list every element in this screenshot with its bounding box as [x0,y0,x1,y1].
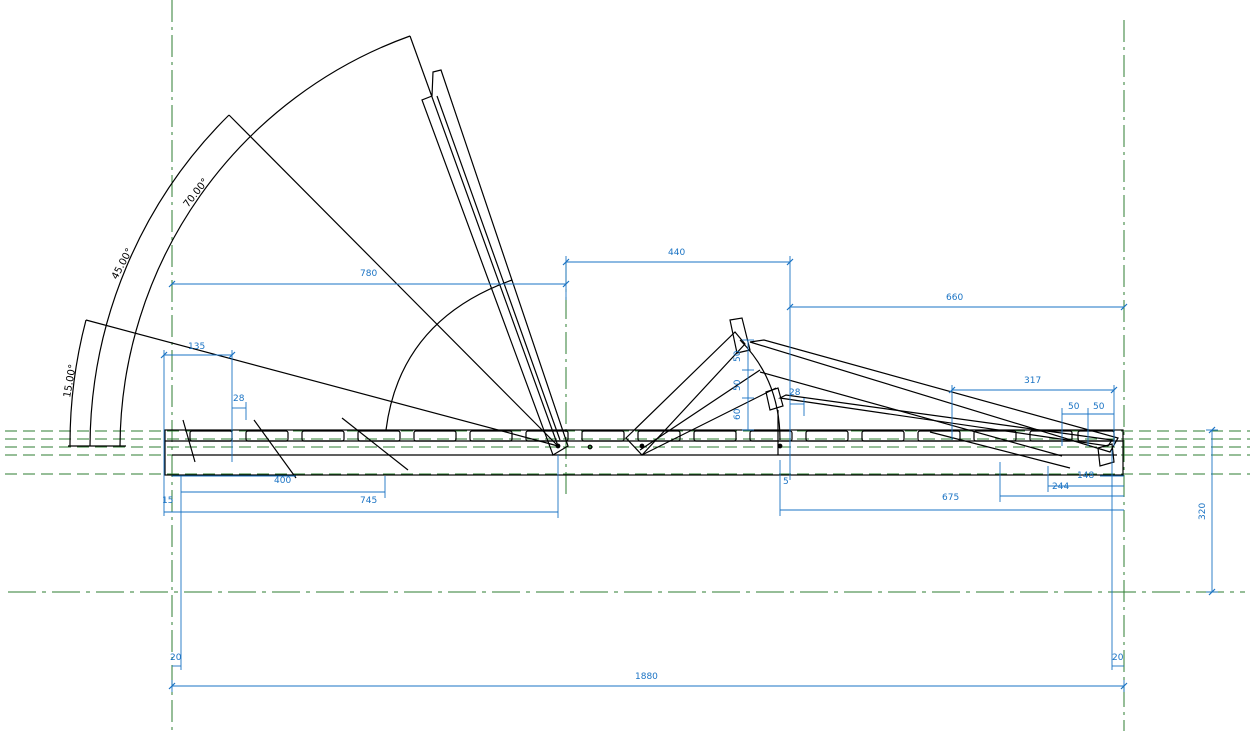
arc-70deg [119,35,411,447]
angle-labels: 15.00° 45.00° 70.00° [62,177,211,399]
knee-link-1 [625,331,746,456]
link-left-1 [182,419,196,463]
pivot-mid [639,443,645,449]
dim-28-left: 28 [233,394,245,404]
leg-rest-panel-1 [749,339,1119,453]
dimension-labels: 780 440 660 135 28 400 745 15 50 50 60 2… [162,248,1208,682]
outlines [68,35,1124,479]
centerlines [5,0,1250,731]
base-frame [164,429,1124,476]
knee-link-3 [639,369,761,451]
link-left-3 [341,417,409,471]
dim-50-a: 50 [733,350,743,362]
dim-135: 135 [188,342,205,352]
dim-1880: 1880 [635,672,658,682]
dim-148: 148 [1077,471,1094,481]
dim-400: 400 [274,476,291,486]
dim-50-d: 50 [1093,402,1105,412]
angle-15: 15.00° [62,363,79,398]
dim-28-mid: 28 [789,388,801,398]
leg-foot-bracket [1097,443,1115,467]
ray-15deg [85,319,559,447]
pivot-knee [777,443,783,449]
arc-45deg [89,114,230,447]
knee-link-2 [641,387,777,456]
dim-440: 440 [668,248,685,258]
arc-15deg [69,319,87,447]
dim-317: 317 [1024,376,1041,386]
dim-50-b: 50 [733,379,743,391]
back-rest-inner [436,95,561,441]
ray-70deg [409,35,559,447]
link-left-2 [253,419,297,479]
dim-50-c: 50 [1068,402,1080,412]
dim-780: 780 [360,269,377,279]
pivot-left [555,443,561,449]
dim-320: 320 [1198,503,1208,520]
dim-675: 675 [942,493,959,503]
dimension-ticks [160,258,1216,690]
ray-45deg [228,114,559,447]
dim-15: 15 [162,496,173,506]
knee-bracket [729,317,751,354]
knee-swing-arc [739,339,781,441]
dim-244: 244 [1052,482,1069,492]
head-swing-arc [385,279,513,431]
leg-foot-link [929,431,1071,469]
knee-bracket-2 [765,387,784,411]
dim-60: 60 [733,408,743,420]
back-rest-panel [421,69,569,456]
dim-20-right: 20 [1112,653,1124,663]
dim-745: 745 [360,496,377,506]
dim-660: 660 [946,293,963,303]
angle-70: 70.00° [182,177,211,210]
pivot-green [587,444,593,450]
dimension-lines [163,256,1218,692]
leg-rest-panel-2 [778,394,1114,447]
dim-20-left: 20 [170,653,182,663]
dim-5: 5 [783,477,789,487]
leg-rest-link [759,371,1063,457]
